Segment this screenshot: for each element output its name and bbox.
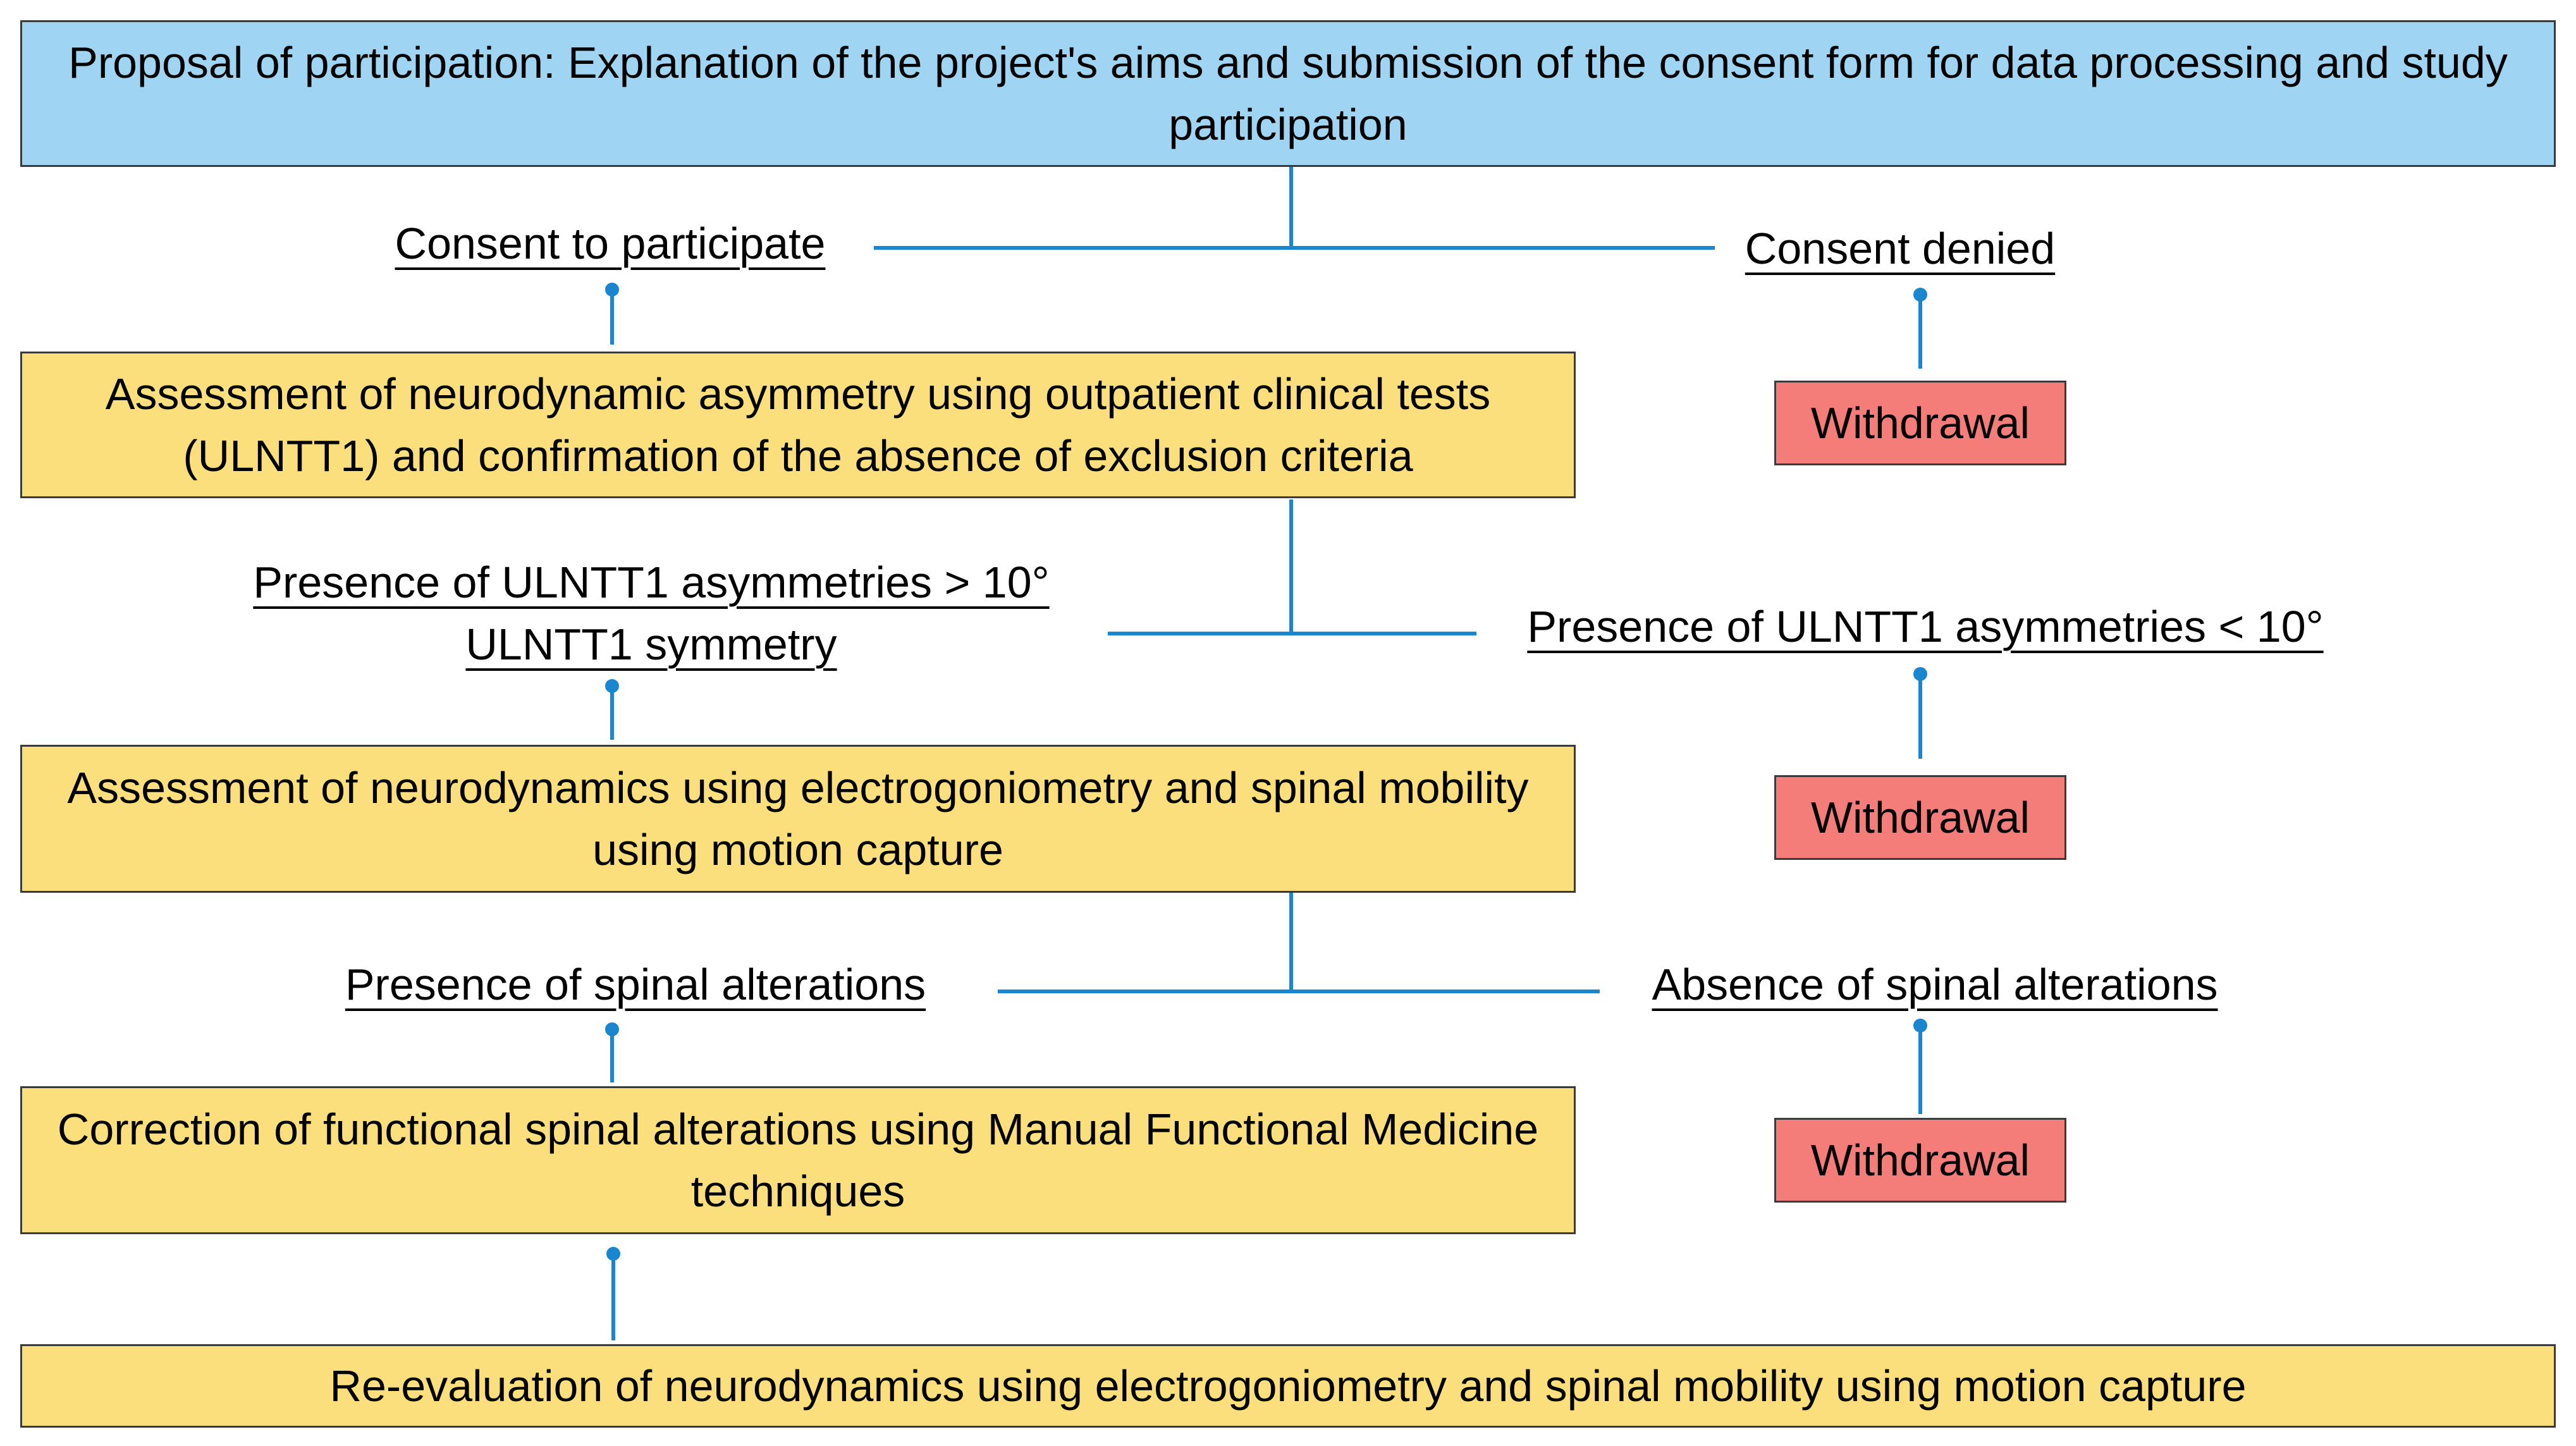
step3-box: Correction of functional spinal alterati… [20,1086,1576,1234]
connector-dot [1913,1019,1927,1032]
withdrawal-box-2: Withdrawal [1774,775,2066,860]
final-box: Re-evaluation of neurodynamics using ele… [20,1344,2556,1428]
withdrawal-box-1: Withdrawal [1774,381,2066,465]
asymmetry-less-label: Presence of ULNTT1 asymmetries < 10° [1527,602,2324,651]
proposal-box: Proposal of participation: Explanation o… [20,20,2556,167]
connector-dot [1913,667,1927,681]
step1-box: Assessment of neurodynamic asymmetry usi… [20,352,1576,498]
connector-dot [605,1022,619,1036]
withdrawal-box-3: Withdrawal [1774,1118,2066,1203]
presence-spinal-alterations-label: Presence of spinal alterations [345,960,926,1009]
ulntt1-symmetry-label: ULNTT1 symmetry [465,620,837,669]
consent-to-participate-label: Consent to participate [395,219,826,268]
step2-box: Assessment of neurodynamics using electr… [20,745,1576,893]
connector-dot [1913,288,1927,302]
connector-dot [605,679,619,693]
connector-dot [605,283,619,297]
absence-spinal-alterations-label: Absence of spinal alterations [1652,960,2218,1009]
consent-denied-label: Consent denied [1745,224,2056,273]
asymmetry-greater-label: Presence of ULNTT1 asymmetries > 10° [253,558,1050,607]
connector-dot [606,1247,620,1261]
